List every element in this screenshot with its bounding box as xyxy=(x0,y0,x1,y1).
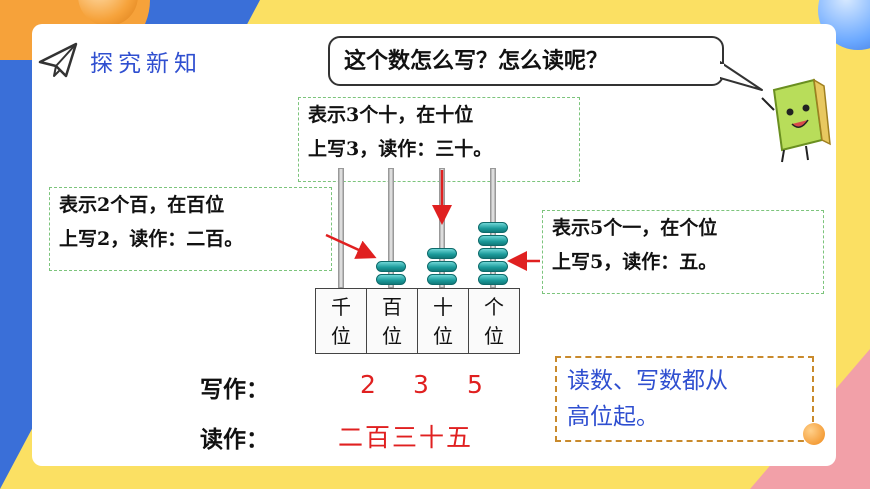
place-value-tens: 十 位 xyxy=(417,288,469,354)
abacus-bead xyxy=(427,274,457,285)
abacus-bead xyxy=(427,261,457,272)
paper-plane-icon xyxy=(38,42,78,78)
ones-note-line1: 表示5个一，在个位 xyxy=(552,217,718,239)
abacus-bead xyxy=(427,248,457,259)
place-value-hundreds: 百 位 xyxy=(366,288,418,354)
book-character-icon xyxy=(761,78,831,163)
hundreds-note-line2: 上写2，读作：二百。 xyxy=(59,228,244,250)
place-label-top: 百 xyxy=(382,295,402,319)
abacus-rod-thousands xyxy=(338,168,344,288)
hundreds-explanation-note: 表示2个百，在百位 上写2，读作：二百。 xyxy=(49,187,332,271)
abacus-rod-hundreds xyxy=(388,168,394,288)
place-value-thousands: 千 位 xyxy=(315,288,367,354)
read-label: 读作： xyxy=(200,426,269,453)
place-label-bottom: 位 xyxy=(433,324,453,348)
place-label-top: 千 xyxy=(331,295,351,319)
rule-box: 读数、写数都从 高位起。 xyxy=(555,356,814,442)
decorative-orange-dot xyxy=(803,423,825,445)
place-label-top: 十 xyxy=(433,295,453,319)
abacus-bead xyxy=(478,235,508,246)
ones-note-line2: 上写5，读作：五。 xyxy=(552,251,718,273)
read-value: 二百三十五 xyxy=(338,423,474,452)
write-digit-tens: 3 xyxy=(413,370,429,399)
abacus-bead xyxy=(478,274,508,285)
tens-note-line2: 上写3，读作：三十。 xyxy=(308,138,493,160)
abacus-bead xyxy=(376,274,406,285)
place-label-bottom: 位 xyxy=(382,324,402,348)
place-label-top: 个 xyxy=(484,295,504,319)
abacus-bead xyxy=(478,222,508,233)
write-digit-hundreds: 2 xyxy=(360,370,376,399)
hundreds-arrow xyxy=(325,233,377,259)
tens-note-line1: 表示3个十，在十位 xyxy=(308,104,474,126)
tens-explanation-note: 表示3个十，在十位 上写3，读作：三十。 xyxy=(298,97,580,182)
hundreds-note-line1: 表示2个百，在百位 xyxy=(59,194,225,216)
ones-explanation-note: 表示5个一，在个位 上写5，读作：五。 xyxy=(542,210,824,294)
place-label-bottom: 位 xyxy=(331,324,351,348)
rule-line2: 高位起。 xyxy=(567,404,659,430)
bubble-tail xyxy=(720,61,763,91)
write-label: 写作： xyxy=(200,376,269,403)
write-digit-ones: 5 xyxy=(467,370,483,399)
place-value-ones: 个 位 xyxy=(468,288,520,354)
place-label-bottom: 位 xyxy=(484,324,504,348)
abacus-rod-tens xyxy=(439,168,445,288)
rule-line1: 读数、写数都从 xyxy=(567,368,728,394)
question-bubble: 这个数怎么写？怎么读呢？ xyxy=(328,36,724,86)
section-title: 探究新知 xyxy=(90,51,202,77)
abacus-bead xyxy=(376,261,406,272)
